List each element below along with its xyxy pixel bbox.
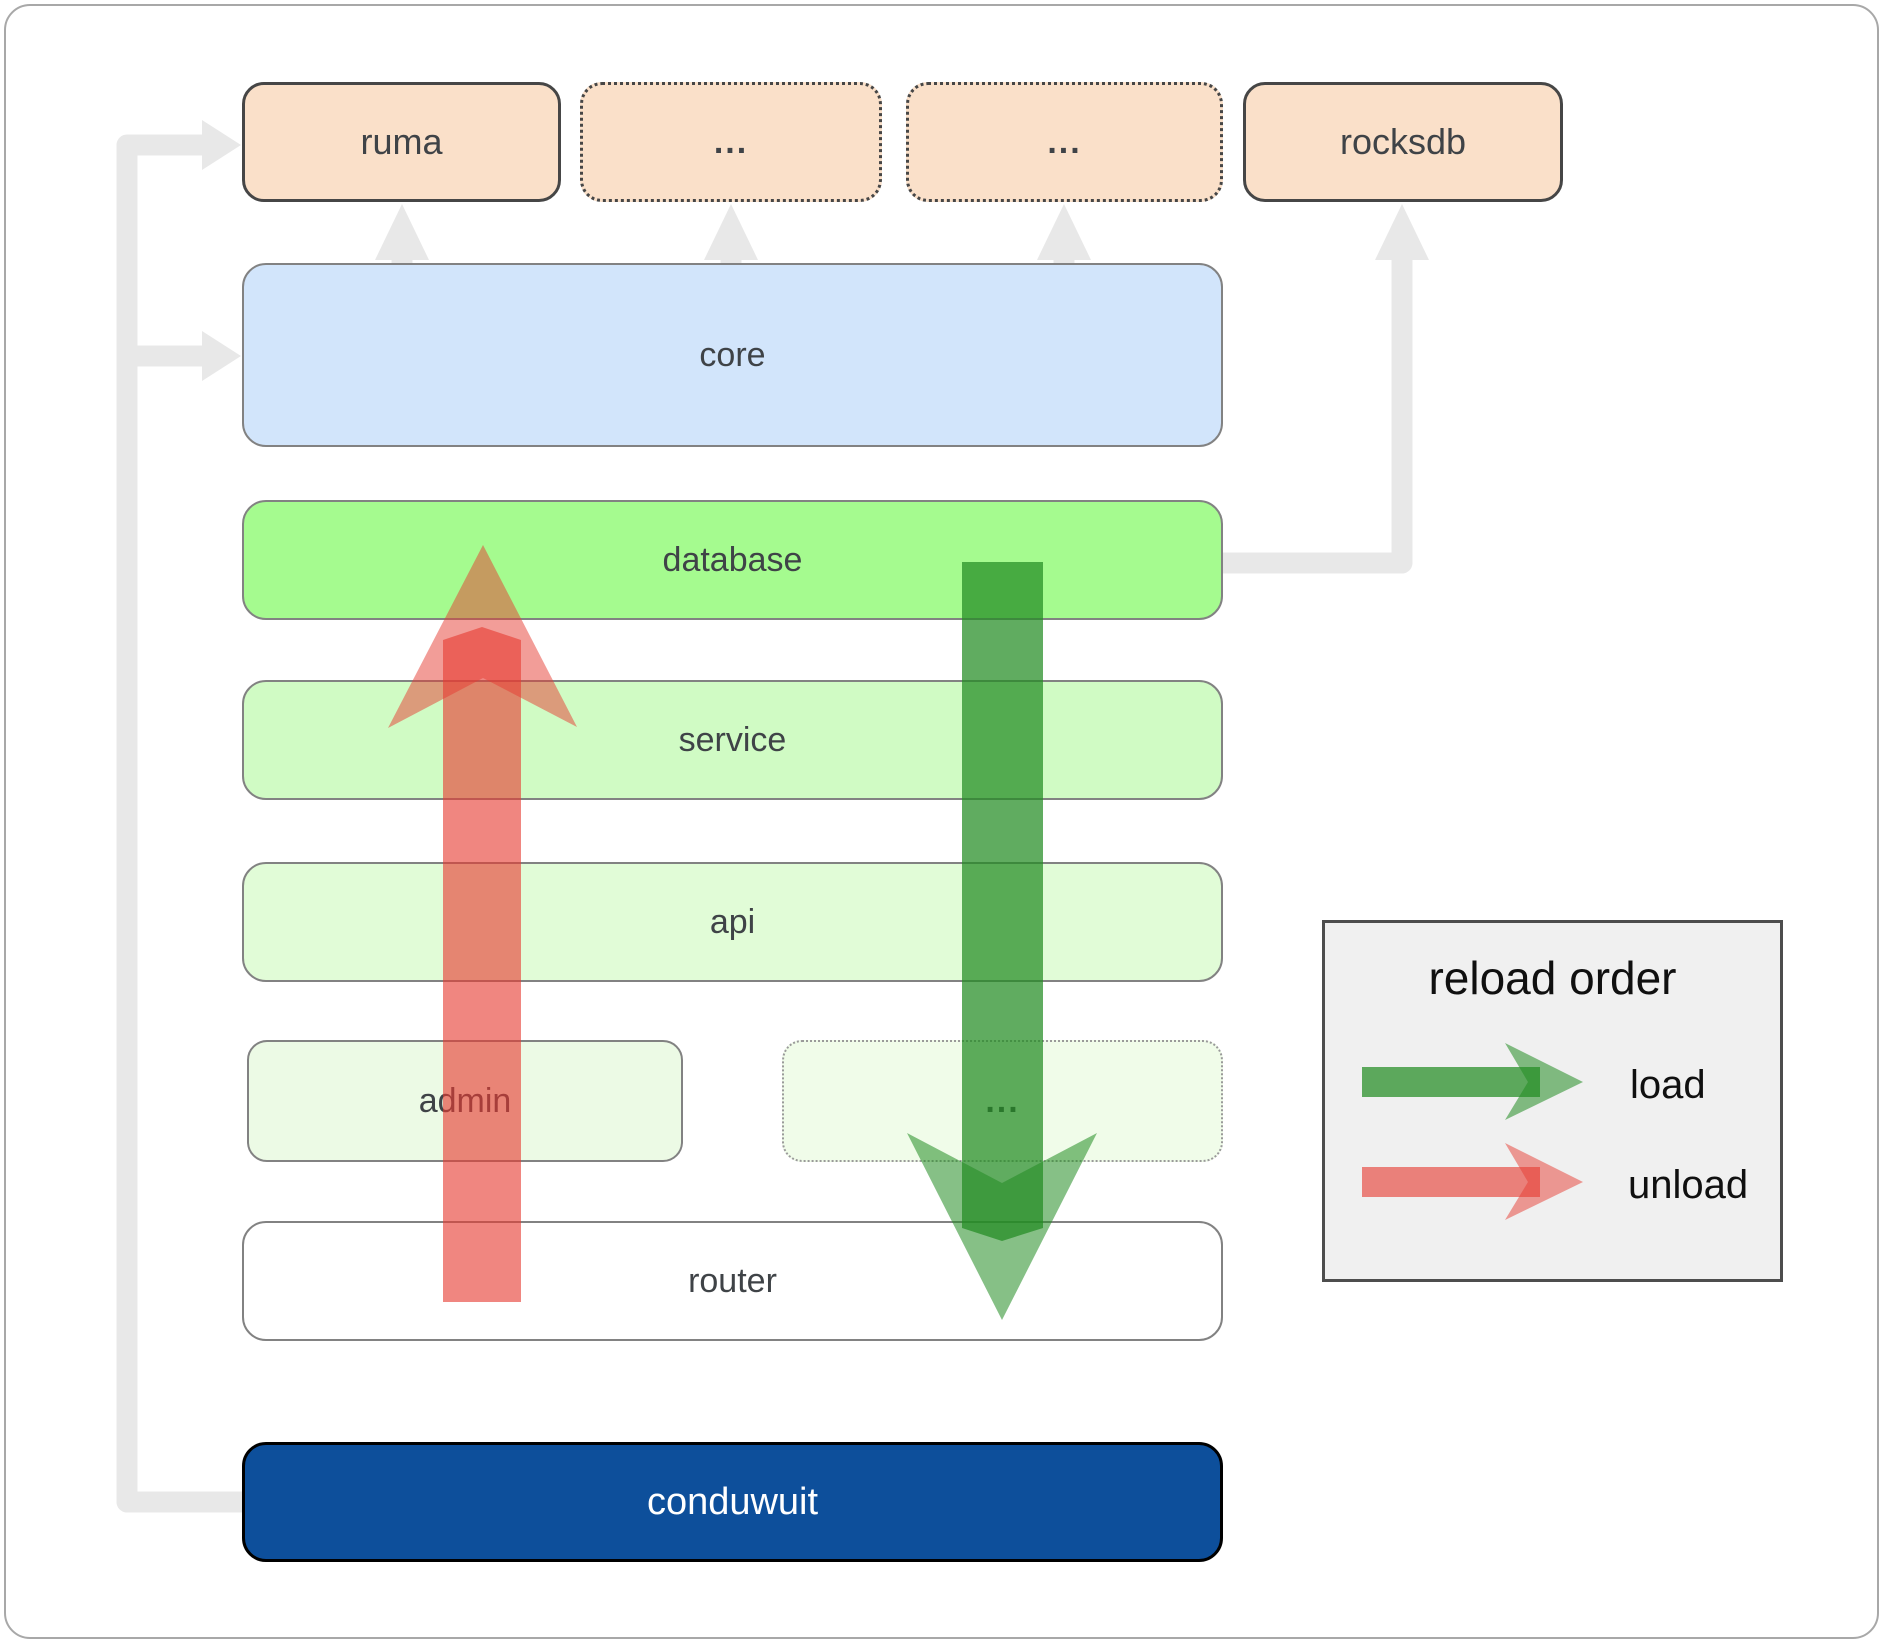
node-ellipsis-1: ...	[580, 82, 882, 202]
node-admin-ellipsis-label: ...	[985, 1081, 1020, 1120]
node-api-label: api	[709, 902, 756, 941]
node-ellipsis-2: ...	[906, 82, 1223, 202]
node-database: database	[242, 500, 1223, 620]
legend-unload-label: unload	[1628, 1163, 1749, 1207]
legend-load-label: load	[1630, 1063, 1706, 1107]
node-admin: admin	[247, 1040, 683, 1162]
node-core-label: core	[699, 335, 766, 374]
node-router-label: router	[688, 1261, 777, 1300]
node-router: router	[242, 1221, 1223, 1341]
node-core: core	[242, 263, 1223, 447]
node-ellipsis-1-label: ...	[713, 122, 749, 161]
node-api: api	[242, 862, 1223, 982]
node-admin-ellipsis: ...	[782, 1040, 1223, 1162]
node-conduwuit-label: conduwuit	[646, 1480, 819, 1523]
node-ruma: ruma	[242, 82, 561, 202]
page-border	[4, 4, 1879, 1639]
node-rocksdb-label: rocksdb	[1339, 121, 1467, 162]
node-admin-label: admin	[418, 1081, 512, 1120]
node-database-label: database	[662, 540, 803, 579]
node-service: service	[242, 680, 1223, 800]
legend-title: reload order	[1428, 952, 1677, 1004]
node-rocksdb: rocksdb	[1243, 82, 1563, 202]
legend: reload order load unload	[1322, 920, 1783, 1282]
node-service-label: service	[678, 720, 787, 759]
node-ellipsis-2-label: ...	[1047, 122, 1082, 161]
node-conduwuit: conduwuit	[242, 1442, 1223, 1562]
node-ruma-label: ruma	[360, 121, 443, 162]
